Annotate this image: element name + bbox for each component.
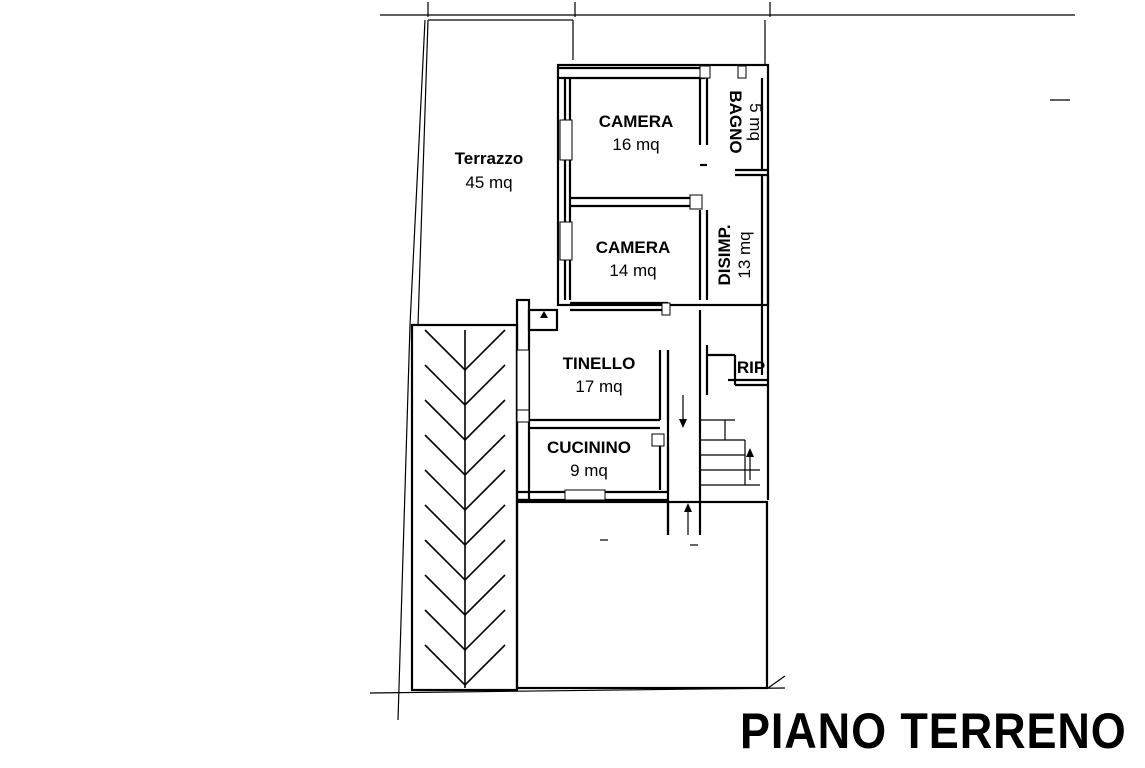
floor-title: PIANO TERRENO [740, 703, 1127, 759]
room-name-tinello: TINELLO [563, 354, 636, 373]
room-area-bagno: 5 mq [746, 103, 765, 141]
courtyard [515, 500, 769, 690]
room-name-terrazzo: Terrazzo [455, 149, 524, 168]
room-name-rip: RIP [737, 358, 765, 377]
room-area-terrazzo: 45 mq [465, 173, 512, 192]
building-walls [556, 63, 770, 316]
room-area-tinello: 17 mq [575, 377, 622, 396]
room-area-camera-2: 14 mq [609, 261, 656, 280]
room-area-cucinino: 9 mq [570, 461, 608, 480]
room-name-bagno: BAGNO [726, 90, 745, 153]
room-name-cucinino: CUCININO [547, 438, 631, 457]
room-name-camera-1: CAMERA [599, 112, 674, 131]
room-name-disimp: DISIMP. [715, 224, 734, 285]
room-name-camera-2: CAMERA [596, 238, 671, 257]
room-area-camera-1: 16 mq [612, 135, 659, 154]
hatched-strip [410, 323, 519, 692]
property-boundary [369, 2, 1075, 721]
stair-block [540, 175, 770, 535]
room-area-disimp: 13 mq [735, 231, 754, 278]
